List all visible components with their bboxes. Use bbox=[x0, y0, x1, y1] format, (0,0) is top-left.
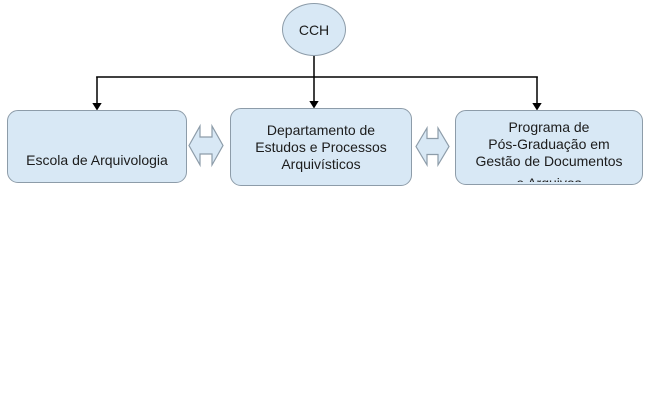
node-label-line: Gestão de Documentos bbox=[475, 153, 623, 169]
down-arrow-icon-right bbox=[532, 103, 542, 111]
node-label-line: Programa de bbox=[508, 119, 590, 135]
node-programa-pos-graduacao-gestao-documentos: Programa de Pós-Graduação em Gestão de D… bbox=[455, 110, 643, 185]
node-departamento-estudos-processos-arquivisticos: Departamento de Estudos e Processos Arqu… bbox=[230, 108, 412, 186]
down-arrow-icon-middle bbox=[309, 101, 319, 109]
root-node-cch: CCH bbox=[282, 3, 346, 56]
double-arrow-icon-right bbox=[415, 125, 450, 168]
node-label-line: Departamento de bbox=[266, 122, 376, 138]
node-label-line: Escola de Arquivologia bbox=[26, 152, 168, 168]
root-node-label: CCH bbox=[298, 21, 330, 38]
node-escola-de-arquivologia: Escola de Arquivologia bbox=[7, 110, 187, 183]
node-label-line: Arquivísticos bbox=[281, 156, 361, 172]
node-label-line: Pós-Graduação em bbox=[488, 136, 610, 152]
node-label-line: Estudos e Processos bbox=[255, 139, 387, 155]
double-arrow-icon-left bbox=[188, 123, 224, 168]
node-label-line-clipped: e Arquivos bbox=[456, 175, 642, 182]
down-arrow-icon-left bbox=[92, 103, 102, 111]
